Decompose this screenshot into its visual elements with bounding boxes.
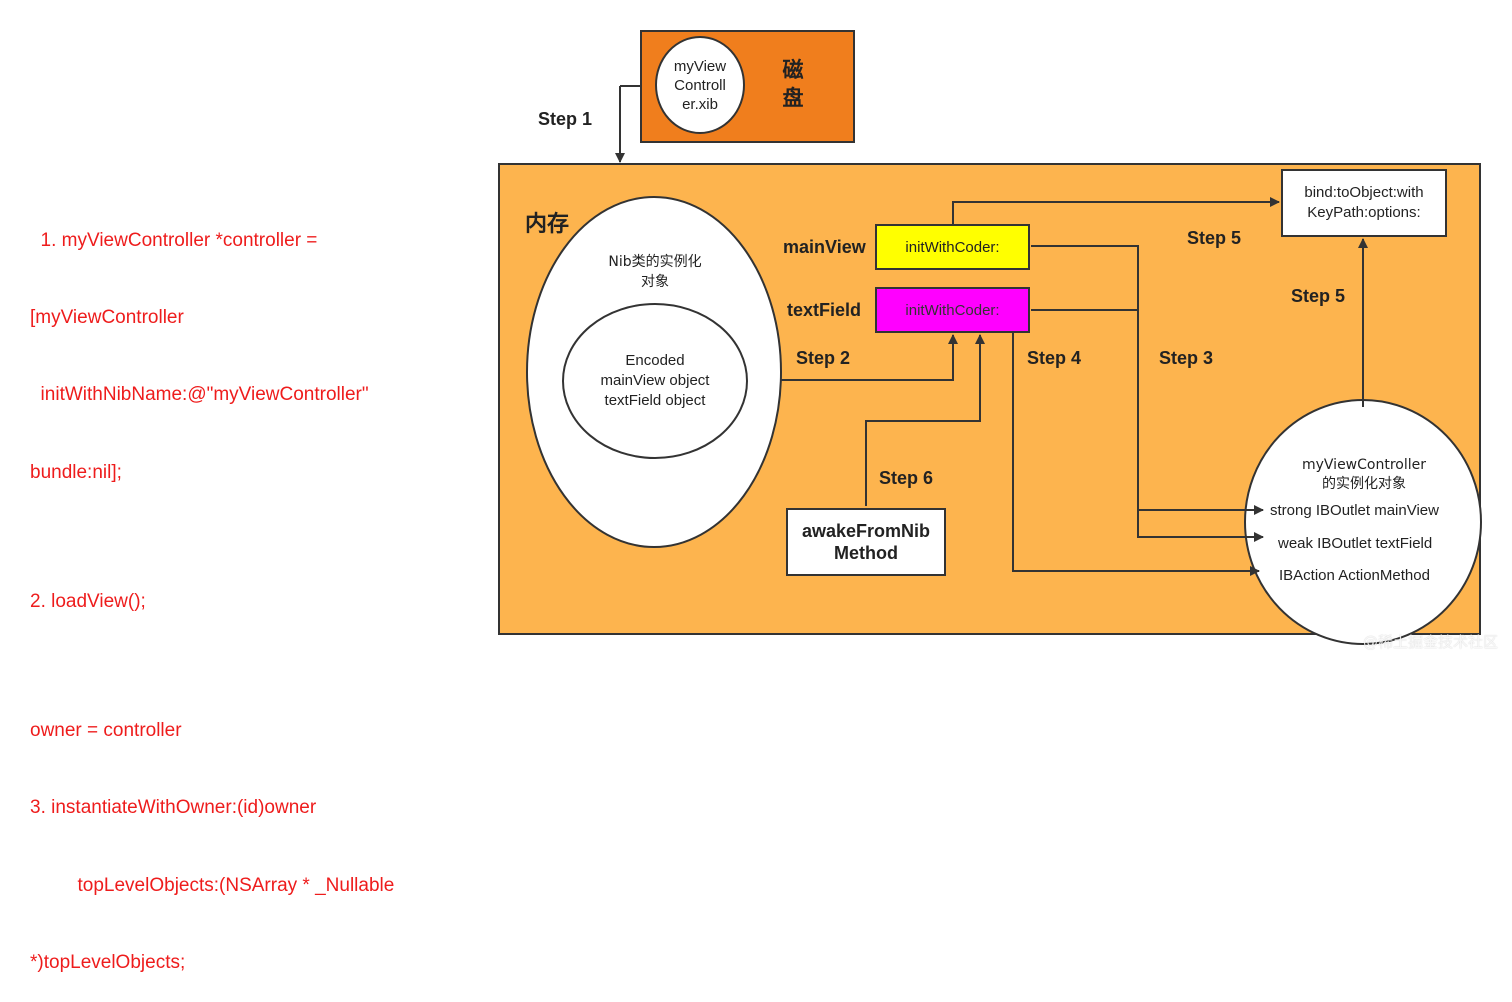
- step5-top-arrow: [952, 197, 1280, 224]
- mainview-init-box: initWithCoder:: [875, 224, 1030, 270]
- mainview-label: mainView: [783, 237, 866, 257]
- textfield-init-box: initWithCoder:: [875, 287, 1030, 333]
- code-line: 3. instantiateWithOwner:(id)owner: [30, 797, 317, 819]
- xib-file-circle: [655, 36, 745, 134]
- controller-item: strong IBOutlet mainView: [1270, 502, 1439, 519]
- step2-label: Step 2: [796, 348, 851, 368]
- step6-label: Step 6: [879, 468, 934, 488]
- bind-method-box: bind:toObject:with KeyPath:options:: [1281, 169, 1447, 237]
- xib-file-label: myView Controll er.xib: [673, 57, 727, 113]
- step4-label: Step 4: [1027, 348, 1082, 368]
- textfield-label: textField: [787, 300, 862, 320]
- step6-arrow: [865, 334, 985, 506]
- step1-label: Step 1: [538, 109, 593, 129]
- watermark: @稀土掘金技术社区: [1362, 633, 1498, 651]
- code-line: *)topLevelObjects;: [30, 951, 186, 973]
- step4-arrow: [1012, 310, 1260, 576]
- step2-arrow: [781, 334, 958, 381]
- controller-circle: [1244, 399, 1482, 645]
- code-line: 2. loadView();: [30, 590, 146, 612]
- encoded-ellipse: [562, 303, 748, 459]
- code-line: topLevelObjects:(NSArray * _Nullable: [30, 874, 395, 896]
- awake-from-nib-box: awakeFromNib Method: [786, 508, 946, 576]
- disk-title: 磁 盘: [782, 58, 804, 110]
- step3-arrow-b: [1031, 309, 1264, 542]
- memory-title: 内存: [525, 212, 570, 237]
- code-line: 1. myViewController *controller =: [30, 229, 318, 251]
- controller-item: weak IBOutlet textField: [1278, 535, 1433, 552]
- code-line: bundle:nil];: [30, 461, 122, 483]
- step3-label: Step 3: [1159, 348, 1214, 368]
- controller-item: IBAction ActionMethod: [1279, 567, 1430, 584]
- step5-label: Step 5: [1187, 228, 1242, 248]
- controller-title: myViewController 的实例化对象: [1301, 457, 1426, 492]
- encoded-objects-label: Encoded mainView object textField object: [600, 352, 710, 409]
- code-line: owner = controller: [30, 719, 182, 741]
- code-line: initWithNibName:@"myViewController": [30, 384, 369, 406]
- code-line: [myViewController: [30, 306, 184, 328]
- step5-label: Step 5: [1291, 286, 1346, 306]
- nib-instance-label: Nib类的实例化 对象: [608, 254, 702, 290]
- diagram-canvas: [498, 30, 1482, 645]
